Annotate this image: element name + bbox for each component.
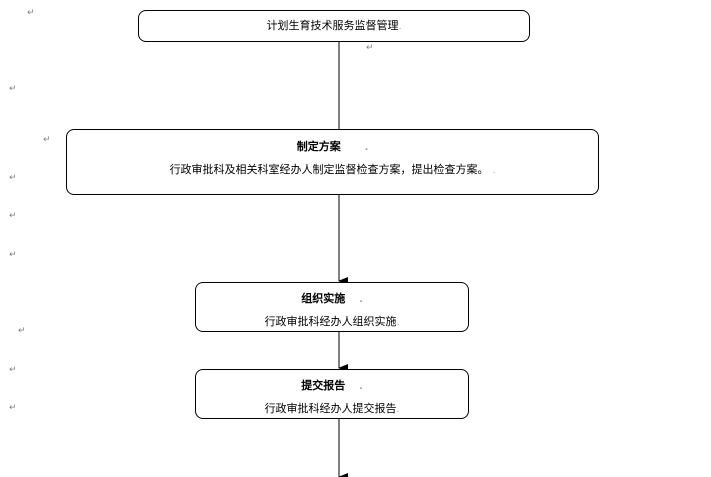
- paragraph-mark: ↵: [366, 43, 374, 53]
- step3-box: 组织实施. 行政审批科经办人组织实施.: [195, 282, 469, 332]
- step3-title: 组织实施: [301, 292, 346, 305]
- step2-box: 制定方案. 行政审批科及相关科室经办人制定监督检查方案，提出检查方案。.: [66, 129, 599, 195]
- step1-text: 计划生育技术服务监督管理: [266, 19, 399, 32]
- step4-desc: 行政审批科经办人提交报告: [264, 402, 397, 415]
- paragraph-mark: ↵: [43, 135, 51, 145]
- end-cell-mark: .: [359, 382, 363, 392]
- paragraph-mark: ↵: [9, 84, 17, 94]
- step2-title: 制定方案: [296, 140, 341, 153]
- step4-box: 提交报告. 行政审批科经办人提交报告.: [195, 369, 469, 419]
- paragraph-mark: ↵: [18, 326, 26, 336]
- step3-desc: 行政审批科经办人组织实施: [264, 315, 397, 328]
- paragraph-mark: ↵: [9, 173, 17, 183]
- end-cell-mark: .: [359, 295, 363, 305]
- step2-desc: 行政审批科及相关科室经办人制定监督检查方案，提出检查方案。: [169, 163, 489, 176]
- end-cell-mark: .: [396, 405, 400, 415]
- paragraph-mark: ↵: [9, 250, 17, 260]
- paragraph-mark: ↵: [9, 403, 17, 413]
- paragraph-mark: ↵: [9, 365, 17, 375]
- end-cell-mark: .: [396, 318, 400, 328]
- step1-box: 计划生育技术服务监督管理.: [138, 10, 530, 42]
- step4-title: 提交报告: [301, 379, 346, 392]
- end-cell-mark: .: [364, 143, 369, 153]
- paragraph-mark: ↵: [27, 8, 35, 18]
- end-cell-mark: .: [398, 22, 402, 32]
- paragraph-mark: ↵: [9, 211, 17, 221]
- end-cell-mark: .: [492, 166, 496, 176]
